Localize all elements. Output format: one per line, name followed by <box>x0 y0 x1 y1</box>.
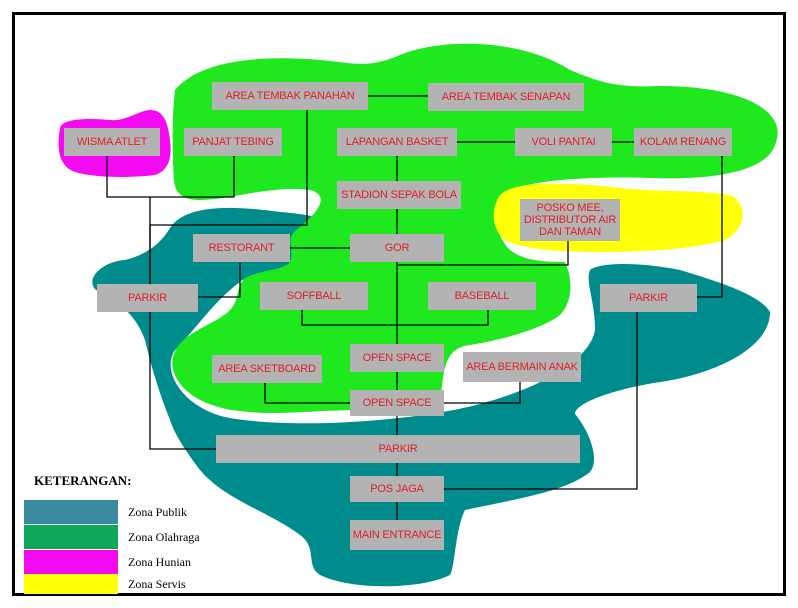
node-wisma-atlet: WISMA ATLET <box>64 128 160 156</box>
node-lapangan-basket: LAPANGAN BASKET <box>337 128 457 156</box>
node-open-space-2: OPEN SPACE <box>350 390 444 416</box>
line-parkir-main <box>149 312 216 450</box>
line-soffball-baseball <box>301 309 489 326</box>
legend-item-zona-olahraga: Zona Olahraga <box>24 525 224 549</box>
line-panjat-wisma <box>106 155 235 198</box>
node-soffball: SOFFBALL <box>260 282 368 310</box>
line-gor-posko <box>396 238 569 266</box>
legend-swatch <box>24 500 118 524</box>
node-area-tembak-senapan: AREA TEMBAK SENAPAN <box>428 83 584 111</box>
line-parkir-kolam <box>697 156 723 298</box>
legend-label: Zona Olahraga <box>128 530 200 544</box>
legend-label: Zona Hunian <box>128 555 191 569</box>
line-sketboard-openspace <box>264 382 350 404</box>
node-area-bermain-anak: AREA BERMAIN ANAK <box>463 352 581 382</box>
node-area-tembak-panahan: AREA TEMBAK PANAHAN <box>212 82 368 110</box>
node-panjat-tebing: PANJAT TEBING <box>184 128 282 156</box>
legend-item-zona-hunian: Zona Hunian <box>24 550 224 574</box>
node-area-sketboard: AREA SKETBOARD <box>212 355 322 383</box>
node-baseball: BASEBALL <box>428 282 536 310</box>
zona-olahraga-area <box>172 43 778 413</box>
node-restorant: RESTORANT <box>193 234 290 262</box>
line-bermain-openspace <box>444 382 521 404</box>
node-gor: GOR <box>350 234 444 262</box>
node-stadion-sepak-bola: STADION SEPAK BOLA <box>337 181 461 209</box>
legend-item-zona-publik: Zona Publik <box>24 500 224 524</box>
node-kolam-renang: KOLAM RENANG <box>634 128 732 156</box>
legend-swatch <box>24 525 118 549</box>
legend-label: Zona Servis <box>128 577 186 591</box>
node-main-entrance: MAIN ENTRANCE <box>350 520 444 550</box>
legend-item-zona-servis: Zona Servis <box>24 574 224 594</box>
legend-label: Zona Publik <box>128 505 187 519</box>
line-restorant-parkir <box>198 263 241 298</box>
node-parkir-main: PARKIR <box>216 435 580 463</box>
node-posko: POSKO MEE, DISTRIBUTOR AIR DAN TAMAN <box>520 199 620 241</box>
node-pos-jaga: POS JAGA <box>350 476 444 502</box>
legend-swatch <box>24 574 118 594</box>
node-voli-pantai: VOLI PANTAI <box>515 128 612 156</box>
node-parkir-right: PARKIR <box>600 284 697 312</box>
node-parkir-left: PARKIR <box>97 284 198 312</box>
line-posjaga-parkir-right <box>444 312 638 490</box>
legend-title: KETERANGAN: <box>34 473 132 488</box>
node-open-space-1: OPEN SPACE <box>350 344 444 372</box>
legend-swatch <box>24 550 118 574</box>
connector-lines <box>106 95 723 520</box>
